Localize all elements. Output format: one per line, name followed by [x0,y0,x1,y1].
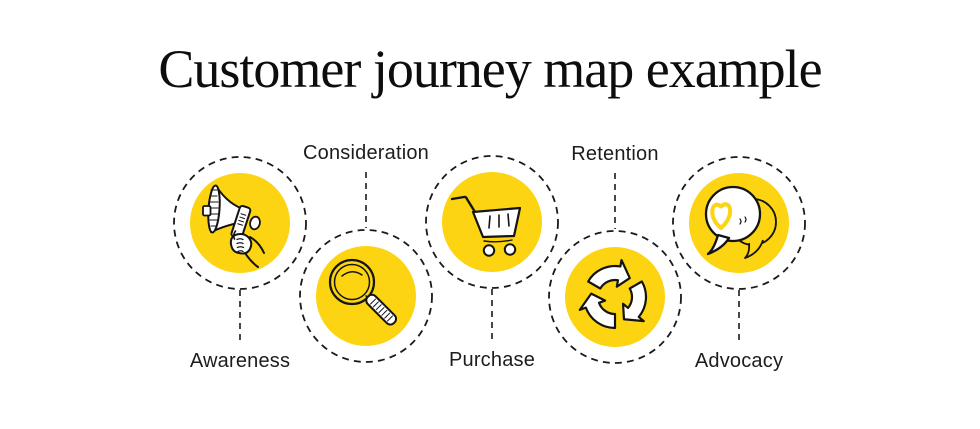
stage-retention: Retention [545,143,685,367]
purchase-circle [425,155,559,344]
stage-label-retention: Retention [571,143,659,165]
advocacy-circle [672,156,806,345]
stage-label-advocacy: Advocacy [694,350,784,372]
back-bubble-tail [744,239,764,259]
stage-purchase: Purchase [422,152,562,371]
dashed-ring [299,229,433,363]
dashed-ring [173,156,307,290]
dashed-ring [425,155,559,289]
speech-bubbles-heart-icon [704,185,777,259]
stage-advocacy: Advocacy [669,153,809,372]
page-title: Customer journey map example [158,39,822,99]
dashed-ring [548,230,682,364]
dashed-ring [672,156,806,290]
stage-label-consideration: Consideration [302,142,429,164]
heart-icon [710,202,732,230]
stage-disc [565,247,665,347]
stage-consideration: Consideration [296,142,436,366]
stage-awareness: Awareness [170,153,310,372]
stage-label-purchase: Purchase [448,349,536,371]
magnifying-glass-icon [328,258,398,326]
cycle-arrows-icon [578,258,648,330]
megaphone-icon [202,184,265,268]
awareness-circle [173,156,307,345]
stage-label-awareness: Awareness [189,350,291,372]
consideration-circle [299,172,433,363]
front-bubble-tail [706,233,731,256]
retention-circle [548,173,682,364]
shopping-cart-icon [450,195,522,257]
